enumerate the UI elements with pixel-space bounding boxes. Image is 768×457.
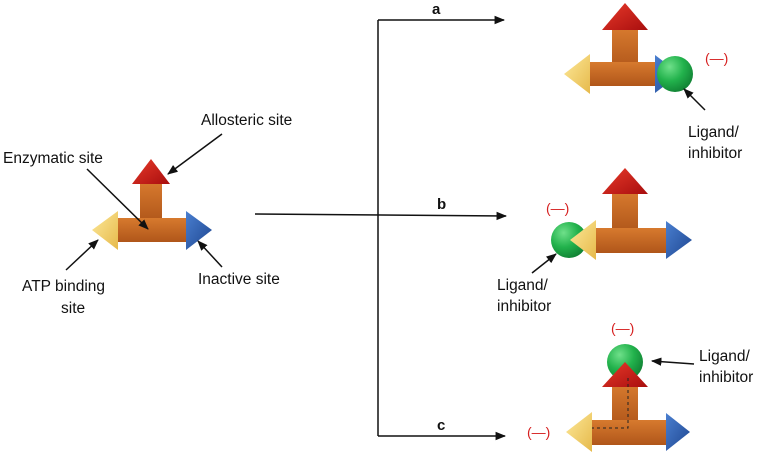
enzyme-c-conformation-dashes: [592, 378, 629, 429]
path-label-b: b: [437, 196, 446, 213]
inhibition-sign-c-top: (—): [611, 320, 634, 336]
ligand-a-label-line2: inhibitor: [688, 145, 742, 162]
enzyme-c-atp-triangle: [566, 412, 592, 452]
enzyme-variant-c: [566, 344, 690, 452]
inactive-site-triangle: [186, 211, 212, 250]
label-atp-binding-line2: site: [61, 300, 85, 317]
enzyme-c-allosteric-triangle: [602, 362, 648, 387]
enzyme-b-bar: [592, 228, 669, 253]
enzyme-a-bar: [587, 62, 659, 86]
label-enzymatic-site: Enzymatic site: [3, 150, 103, 167]
enzyme-b-stem: [612, 192, 638, 232]
connector-b: [254, 211, 508, 221]
ligand-a-label-line1: Ligand/: [688, 124, 740, 141]
label-allosteric-site: Allosteric site: [201, 112, 292, 129]
ligand-a-inhibitor: [657, 56, 693, 92]
pointer-ligand-a: [683, 88, 706, 111]
enzyme-c-stem: [612, 384, 638, 426]
pointer-inactive: [197, 240, 223, 268]
enzyme-variant-a: [564, 3, 693, 94]
ligand-b-label-line2: inhibitor: [497, 298, 551, 315]
enzyme-c-bar: [589, 420, 669, 445]
path-label-c: c: [437, 417, 445, 434]
pointer-enzymatic: [86, 168, 149, 230]
inhibition-sign-a: (—): [705, 50, 728, 66]
pointer-ligand-b: [531, 253, 557, 274]
ligand-c-label-line2: inhibitor: [699, 369, 753, 386]
enzyme-b-allosteric-triangle: [602, 168, 648, 194]
allosteric-site-triangle: [132, 159, 170, 184]
enzyme-c-inactive-triangle: [666, 413, 690, 451]
enzyme-body-bar: [117, 218, 188, 242]
inhibition-sign-c-left: (—): [527, 424, 550, 440]
ligand-b-inhibitor: [551, 222, 587, 258]
enzyme-main: [92, 159, 212, 250]
flow-connectors: [254, 15, 508, 441]
enzyme-a-atp-triangle: [564, 54, 590, 94]
inhibition-sign-b: (—): [546, 200, 569, 216]
enzyme-body-stem: [140, 182, 162, 222]
pointer-ligand-c: [650, 357, 695, 366]
enzyme-b-inactive-triangle: [666, 221, 692, 259]
label-inactive-site: Inactive site: [198, 271, 280, 288]
pointer-atp: [65, 239, 99, 271]
ligand-b-label-line1: Ligand/: [497, 277, 549, 294]
enzyme-b-atp-triangle: [570, 220, 596, 260]
label-atp-binding-line1: ATP binding: [22, 278, 105, 295]
enzyme-variant-b: [551, 168, 692, 260]
ligand-c-label-line1: Ligand/: [699, 348, 751, 365]
path-label-a: a: [432, 1, 441, 18]
pointer-allosteric: [167, 133, 223, 175]
atp-binding-site-triangle: [92, 211, 118, 250]
enzyme-a-allosteric-triangle: [602, 3, 648, 30]
